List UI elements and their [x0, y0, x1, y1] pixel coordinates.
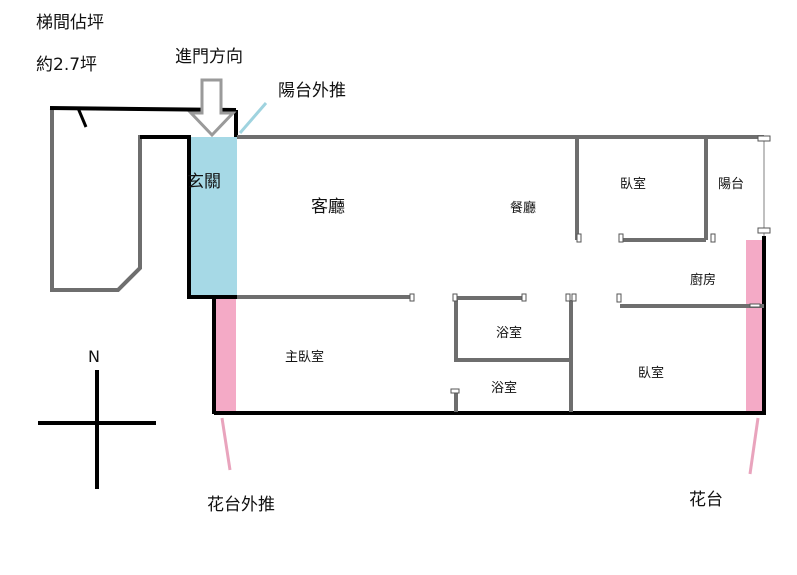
door-markers [409, 135, 771, 394]
stairwell-size-label: 約2.7坪 [36, 55, 97, 75]
west-planter-zone [214, 297, 236, 413]
stairwell-area-label: 梯間佔坪 [36, 13, 104, 33]
east-planter-label: 花台 [689, 490, 723, 510]
east-planter-pointer [748, 417, 760, 475]
room-bedroom-ne: 臥室 [620, 176, 646, 192]
entry-direction-label: 進門方向 [175, 47, 243, 67]
room-living: 客廳 [311, 197, 345, 217]
balcony-push-label: 陽台外推 [278, 81, 346, 101]
west-planter-pointer [220, 417, 232, 471]
outer-walls [140, 110, 766, 415]
room-foyer: 玄關 [187, 172, 221, 192]
room-kitchen: 廚房 [690, 272, 716, 288]
room-bath-lower: 浴室 [491, 380, 517, 396]
foyer-zone [189, 137, 237, 297]
north-label: N [88, 347, 100, 366]
stair-diagonal-mark [76, 107, 88, 128]
interior-walls [237, 135, 764, 412]
entry-arrow-icon [187, 78, 237, 138]
room-bedroom-se: 臥室 [638, 365, 664, 381]
east-planter-zone [746, 240, 764, 413]
compass-icon [38, 370, 156, 489]
room-balcony: 陽台 [718, 177, 744, 192]
room-bath-upper: 浴室 [496, 325, 522, 341]
room-master-bedroom: 主臥室 [285, 349, 324, 365]
room-dining: 餐廳 [510, 200, 536, 216]
balcony-push-pointer [238, 102, 268, 134]
west-planter-label: 花台外推 [207, 495, 275, 515]
